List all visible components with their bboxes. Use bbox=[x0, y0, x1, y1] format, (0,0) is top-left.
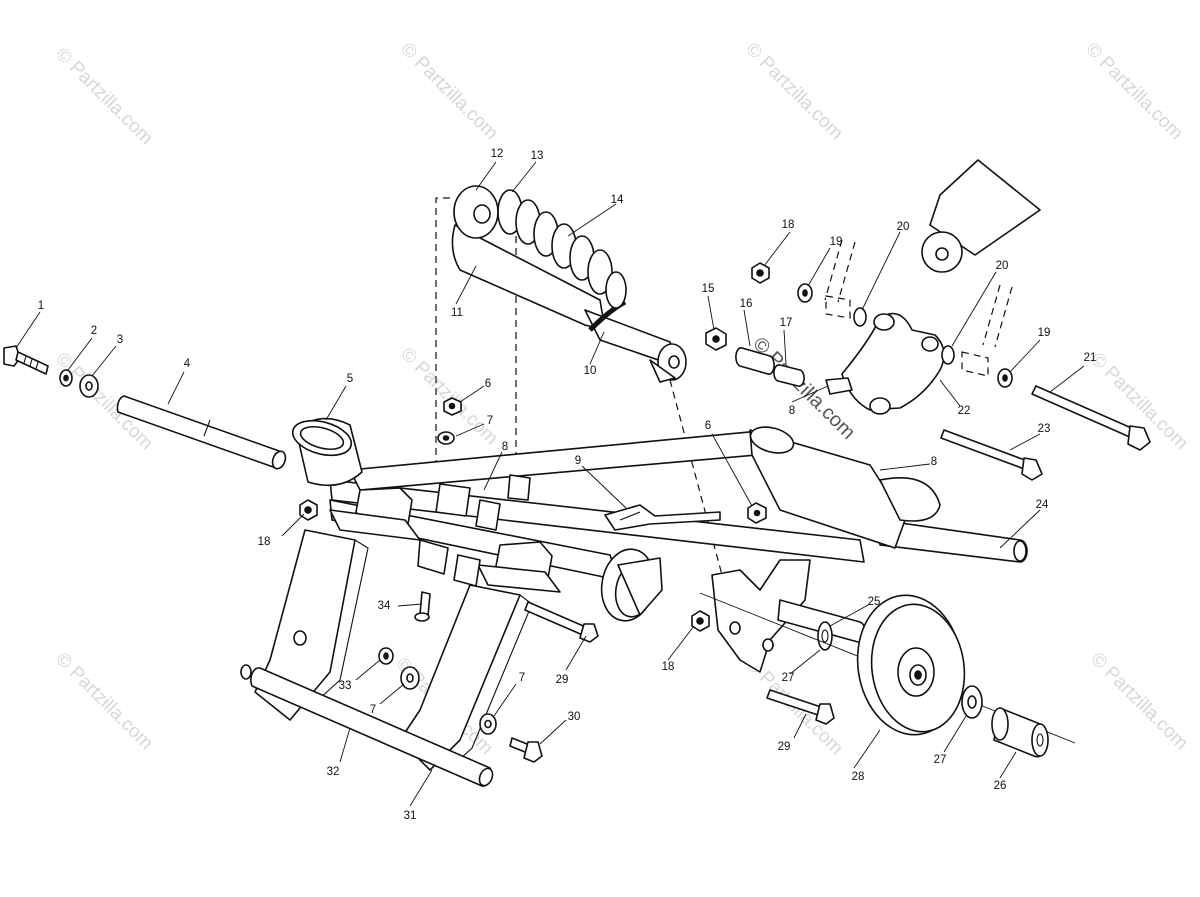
callout-13: 13 bbox=[531, 150, 544, 162]
callout-18-top: 18 bbox=[782, 219, 795, 231]
callout-28: 28 bbox=[852, 771, 865, 783]
washer-7-right bbox=[479, 713, 497, 735]
bushing-ring-5 bbox=[291, 417, 363, 487]
spacer-tube bbox=[116, 395, 287, 470]
bolt-21 bbox=[1031, 385, 1151, 451]
callout-25: 25 bbox=[868, 596, 881, 608]
spacer-20-top bbox=[825, 295, 867, 327]
watermark-2: © Partzilla.com bbox=[396, 39, 501, 144]
callout-23: 23 bbox=[1038, 423, 1051, 435]
washer-7-left bbox=[437, 431, 455, 445]
rocker-arm-22 bbox=[825, 312, 945, 415]
leader-lines bbox=[15, 161, 1085, 807]
lower-shaft-32 bbox=[240, 664, 494, 787]
washer-3 bbox=[79, 374, 99, 398]
callout-6-right: 6 bbox=[705, 420, 711, 432]
bolt-30 bbox=[509, 737, 543, 763]
callout-8-left: 8 bbox=[502, 441, 508, 453]
callout-22: 22 bbox=[958, 405, 971, 417]
watermark-1: © Partzilla.com bbox=[51, 44, 156, 149]
bushing-16 bbox=[735, 347, 775, 375]
bolt-29-upper bbox=[524, 601, 599, 643]
mounting-brackets bbox=[329, 474, 561, 593]
callout-2: 2 bbox=[91, 325, 97, 337]
watermark-3: © Partzilla.com bbox=[741, 39, 846, 144]
callout-16: 16 bbox=[740, 298, 753, 310]
callout-26: 26 bbox=[994, 780, 1007, 792]
idler-wheel-28 bbox=[856, 594, 966, 736]
callout-15: 15 bbox=[702, 283, 715, 295]
callout-27-outer: 27 bbox=[934, 754, 947, 766]
callout-12: 12 bbox=[491, 148, 504, 160]
callout-1: 1 bbox=[38, 300, 44, 312]
nut-15 bbox=[705, 327, 727, 351]
callout-7-left: 7 bbox=[487, 415, 493, 427]
callout-7-lower: 7 bbox=[370, 704, 376, 716]
swing-arm-left bbox=[254, 529, 369, 721]
bolt-23 bbox=[940, 429, 1043, 481]
callout-6-left: 6 bbox=[485, 378, 491, 390]
callout-8-right: 8 bbox=[931, 456, 937, 468]
callout-3: 3 bbox=[117, 334, 123, 346]
callout-5: 5 bbox=[347, 373, 353, 385]
nut-6-left bbox=[443, 397, 462, 416]
nut-18-top bbox=[751, 262, 770, 284]
callout-14: 14 bbox=[611, 194, 624, 206]
callout-33: 33 bbox=[339, 680, 352, 692]
spacer-26 bbox=[991, 707, 1049, 758]
callout-4: 4 bbox=[184, 358, 191, 370]
latch-bolt-9 bbox=[604, 504, 721, 531]
callout-10: 10 bbox=[584, 365, 597, 377]
callout-19-top: 19 bbox=[830, 236, 843, 248]
watermark-8: © Partzilla.com bbox=[51, 649, 156, 754]
callout-11: 11 bbox=[451, 307, 463, 319]
callout-20-right: 20 bbox=[996, 260, 1009, 272]
watermark-11: © Partzilla.com bbox=[1086, 649, 1191, 754]
bolt-1 bbox=[3, 345, 49, 375]
callout-29-upper: 29 bbox=[556, 674, 569, 686]
washer-7-lower bbox=[400, 666, 420, 690]
watermark-4: © Partzilla.com bbox=[1081, 39, 1186, 144]
callout-18-left: 18 bbox=[258, 536, 271, 548]
upper-shock-body bbox=[921, 159, 1041, 273]
nut-18-lower bbox=[691, 610, 710, 632]
callout-34: 34 bbox=[378, 600, 391, 612]
callout-29-lower: 29 bbox=[778, 741, 791, 753]
shock-absorber bbox=[451, 185, 687, 383]
nut-18-left bbox=[299, 499, 318, 521]
callout-17: 17 bbox=[780, 317, 793, 329]
bushing-17 bbox=[773, 364, 805, 387]
washer-19-top bbox=[797, 283, 813, 303]
callout-7-right: 7 bbox=[519, 672, 525, 684]
bushing-ring-front bbox=[600, 548, 663, 622]
nut-6-right bbox=[747, 502, 767, 524]
watermark-layer: © Partzilla.com © Partzilla.com © Partzi… bbox=[51, 39, 1191, 759]
callout-18-lower: 18 bbox=[662, 661, 675, 673]
callout-labels: 1 2 3 4 5 6 7 8 9 10 11 12 13 14 15 16 1… bbox=[38, 148, 1097, 822]
callout-19-right: 19 bbox=[1038, 327, 1051, 339]
washer-27-inner bbox=[817, 621, 833, 651]
bolt-29-lower bbox=[766, 689, 835, 725]
callout-30: 30 bbox=[568, 711, 581, 723]
callout-21: 21 bbox=[1084, 352, 1097, 364]
washer-2 bbox=[59, 369, 73, 387]
washer-27-outer bbox=[961, 685, 983, 719]
washer-19-right bbox=[997, 368, 1013, 388]
callout-8-center: 8 bbox=[789, 405, 795, 417]
callout-24: 24 bbox=[1036, 499, 1049, 511]
bolt-34 bbox=[414, 591, 431, 622]
nut-33 bbox=[378, 647, 394, 665]
callout-9: 9 bbox=[575, 455, 581, 467]
wheel-bracket bbox=[711, 559, 866, 673]
callout-20-top: 20 bbox=[897, 221, 910, 233]
callout-27-inner: 27 bbox=[782, 672, 795, 684]
spacer-20-right bbox=[941, 345, 989, 377]
callout-31: 31 bbox=[404, 810, 417, 822]
callout-32: 32 bbox=[327, 766, 340, 778]
